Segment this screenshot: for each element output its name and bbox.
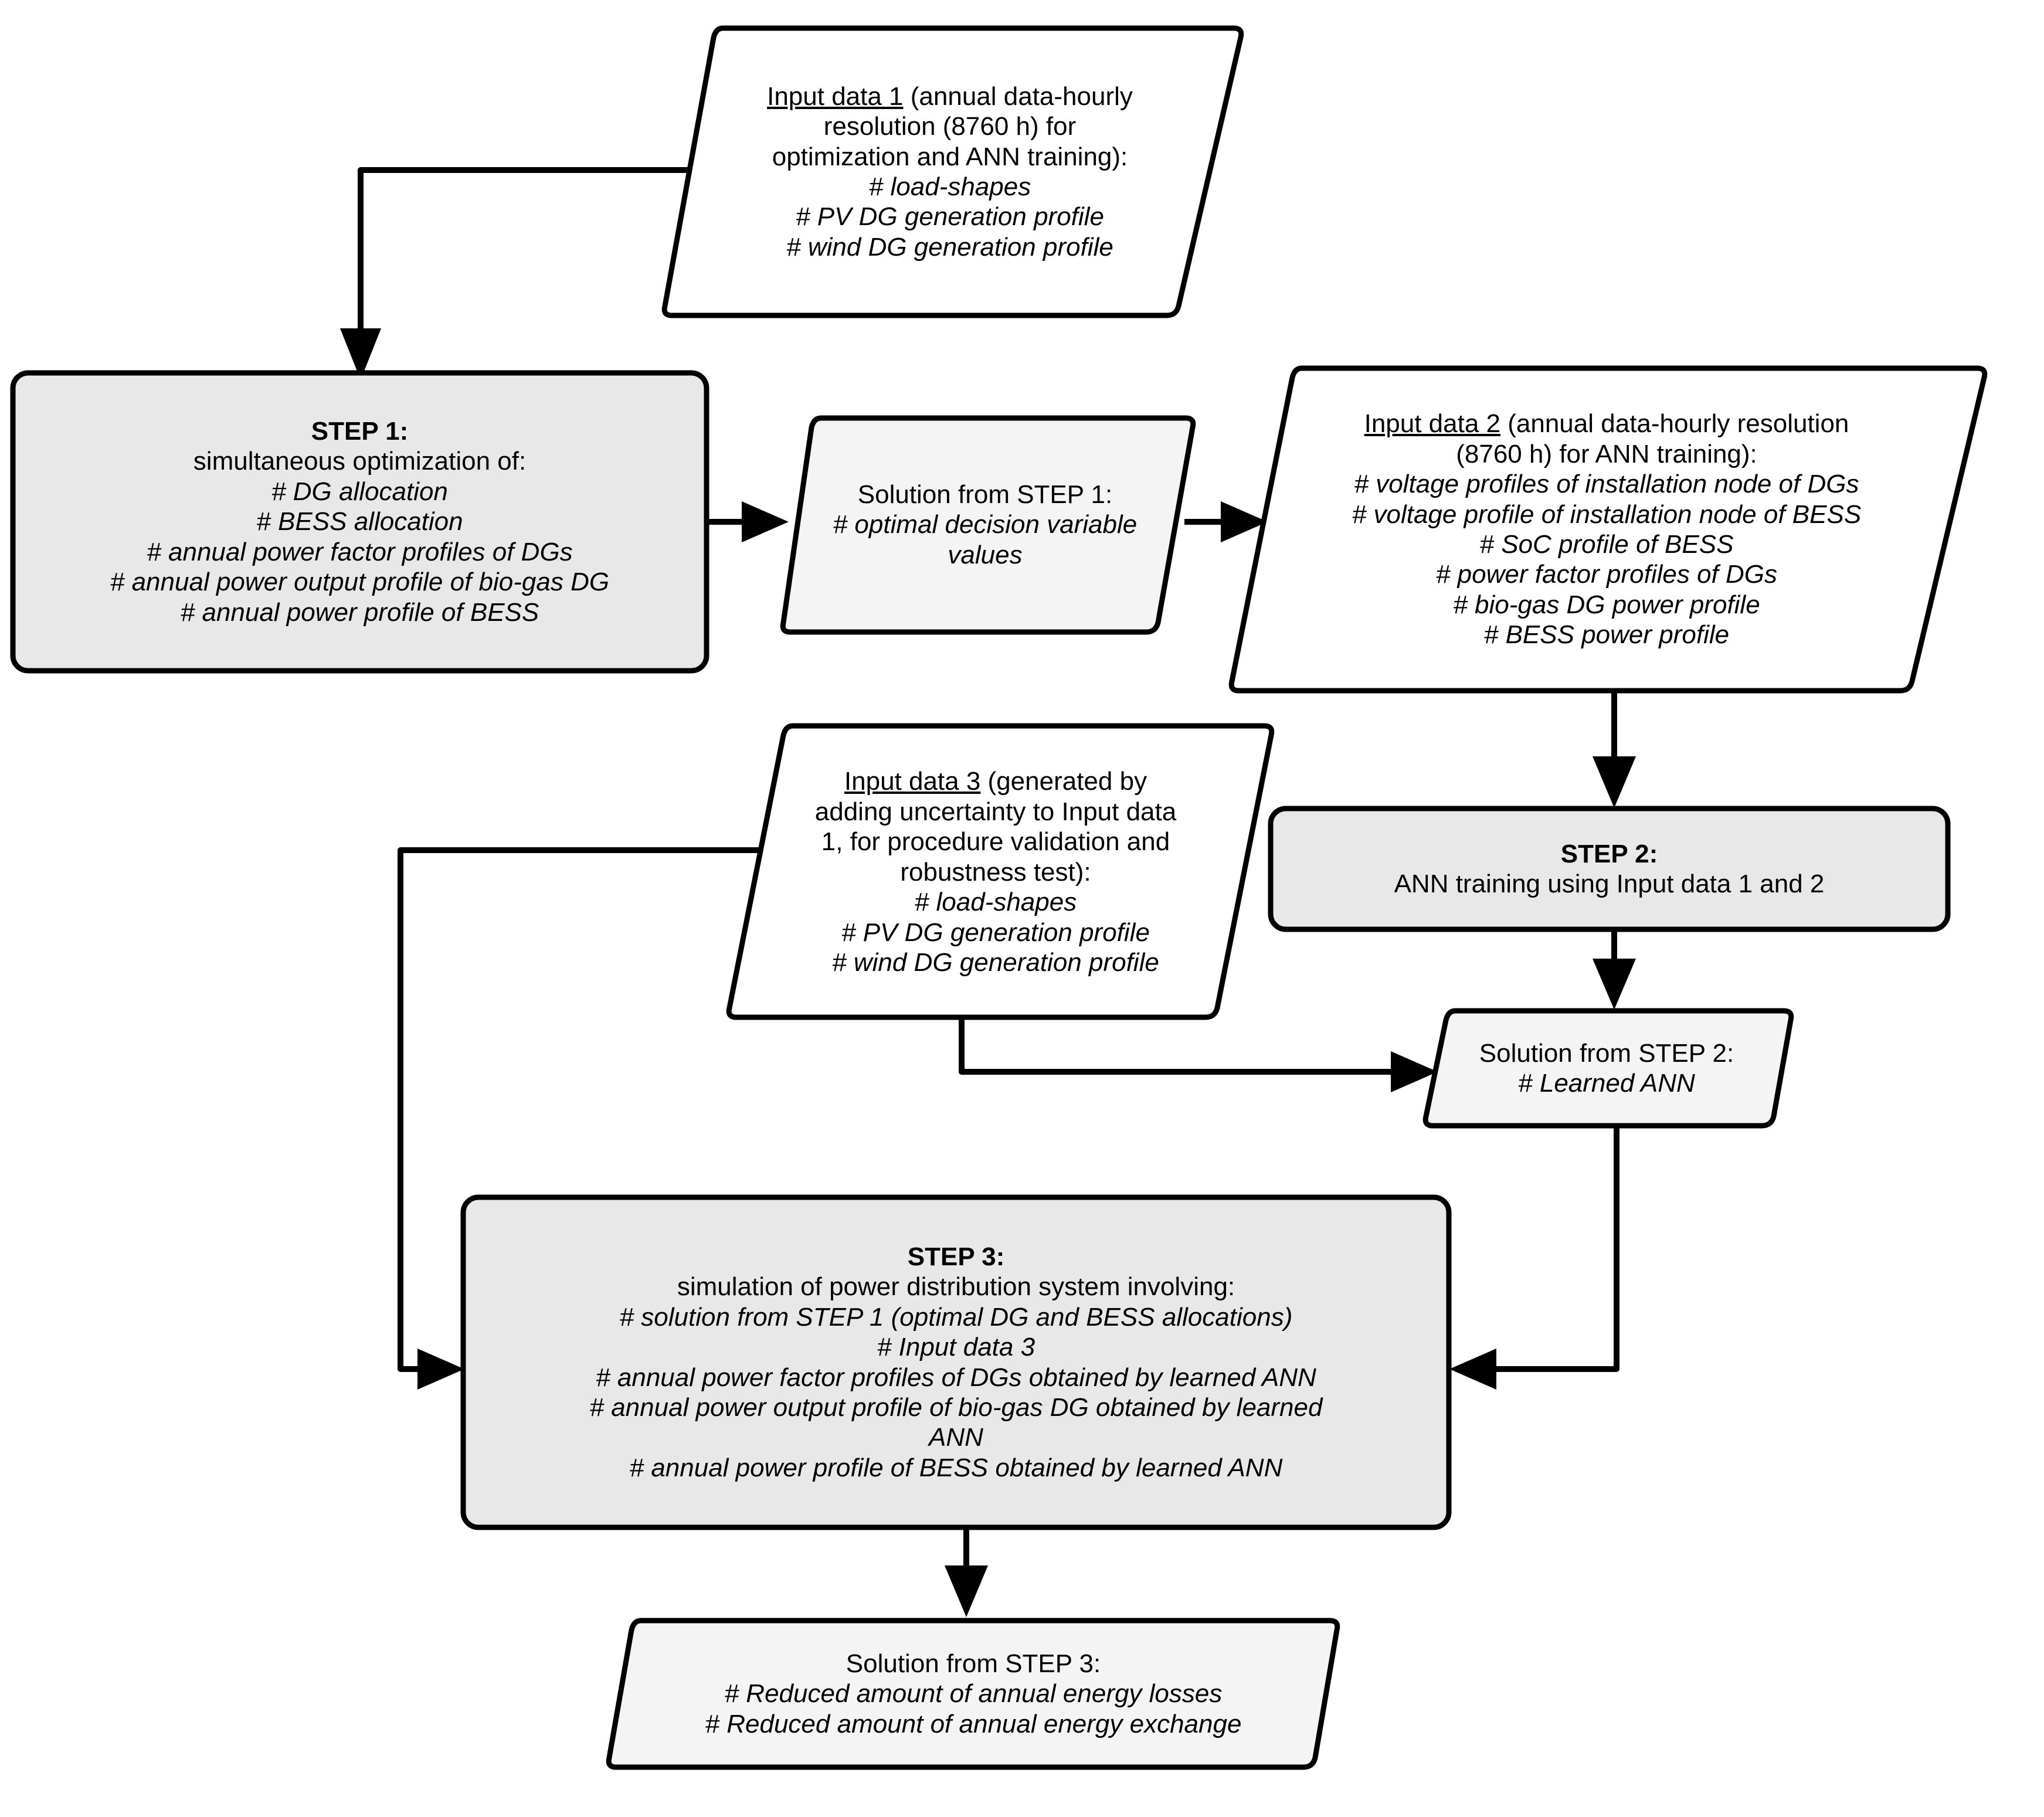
shape-solution-step-2[interactable] [1422,1008,1794,1129]
connector-input-data-3-to-step-3 [398,847,774,1390]
shape-input-data-2[interactable] [1228,365,1988,694]
connector-input-data-2-to-step-2 [1593,691,1636,808]
connector-step-2-to-solution-step-2 [1593,929,1636,1010]
connector-solution-step-2-to-step-3 [1449,1126,1619,1390]
connector-step-3-to-solution-step-3 [945,1527,988,1617]
connector-solution-step-1-to-input-data-2 [1184,501,1268,542]
shape-solution-step-3[interactable] [606,1618,1340,1770]
connector-step-1-to-solution-step-1 [707,501,789,542]
shape-input-data-1[interactable] [661,25,1244,318]
shape-step-2[interactable] [1268,806,1951,932]
connector-input-data-1-to-step-1 [340,167,695,380]
shape-input-data-3[interactable] [726,723,1275,1020]
shape-step-3[interactable] [460,1194,1452,1530]
connector-input-data-3-to-solution-step-2 [959,1017,1438,1092]
shape-step-1[interactable] [10,370,709,674]
shape-solution-step-1[interactable] [780,415,1196,635]
